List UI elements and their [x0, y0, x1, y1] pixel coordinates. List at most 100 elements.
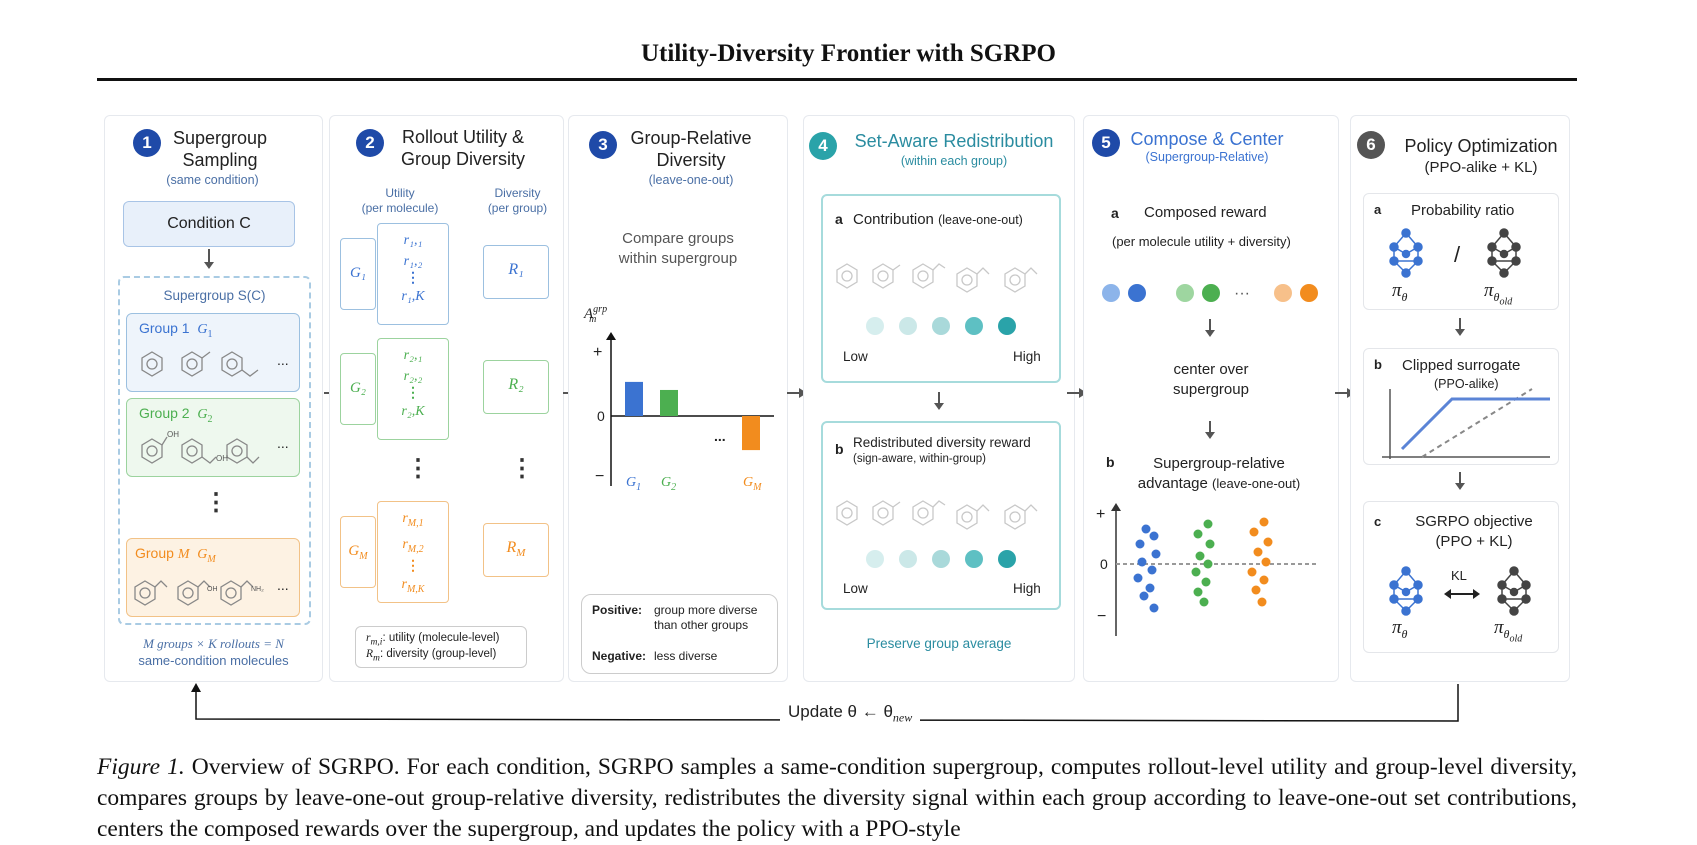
advantage-point — [1199, 597, 1209, 607]
group-dots: ⋮ — [204, 489, 228, 516]
advantage-point — [1149, 603, 1159, 613]
advantage-point — [1205, 539, 1215, 549]
advantage-letter: b — [1106, 454, 1115, 470]
composed-reward-dot — [1102, 284, 1120, 302]
contribution-level-dot — [998, 317, 1016, 335]
panel-supergroup-sampling: 1 Supergroup Sampling (same condition) C… — [104, 115, 323, 682]
panel-2-title-line1: Rollout Utility & — [401, 127, 525, 147]
composed-reward-dot — [1176, 284, 1194, 302]
diversity-column-header: Diversity(per group) — [487, 186, 548, 215]
contribution-letter: a — [835, 211, 843, 227]
supergroup-box: Supergroup S(C) Group 1 G1 ... Group 2 G… — [118, 276, 311, 625]
surrogate-letter: b — [1374, 357, 1382, 372]
R2-label: R₂ — [508, 376, 524, 393]
clipped-surrogate-box: b Clipped surrogate (PPO-alike) — [1363, 348, 1559, 465]
advantage-point — [1201, 577, 1211, 587]
advantage-point — [1253, 547, 1263, 557]
step-3-badge: 3 — [589, 131, 617, 159]
group-2-box: Group 2 G2 OH OH ... — [126, 398, 300, 477]
panel-4-title: Set-Aware Redistribution — [854, 131, 1054, 151]
redistributed-box: b Redistributed diversity reward(sign-aw… — [821, 421, 1061, 610]
composed-reward-dots: ··· — [1102, 284, 1318, 302]
bar-G1 — [625, 381, 643, 416]
step-2-badge: 2 — [356, 129, 384, 157]
gm-tag: GM — [340, 516, 376, 588]
down-arrow-6b — [1455, 472, 1465, 490]
contribution-high: High — [1013, 349, 1041, 364]
advantage-point — [1151, 549, 1161, 559]
composed-reward-dot — [1300, 284, 1318, 302]
panel-5-title: Compose & Center — [1130, 129, 1284, 149]
adv-tick-minus: − — [1097, 608, 1107, 625]
advantage-point — [1137, 557, 1147, 567]
contribution-level-dot — [932, 550, 950, 568]
molecule-icon — [141, 351, 259, 377]
redistributed-letter: b — [835, 441, 844, 457]
y-axis-arrowhead — [606, 332, 616, 340]
tick-minus: − — [595, 468, 605, 485]
bar-G2 — [660, 389, 678, 416]
composed-letter: a — [1111, 205, 1119, 221]
objective-pi-theta: πθ — [1392, 617, 1408, 641]
RM-label: RM — [506, 539, 526, 560]
composed-reward-dot — [1128, 284, 1146, 302]
condition-box: Condition C — [123, 201, 295, 247]
panel-2-title-line2: Group Diversity — [400, 149, 526, 169]
down-arrow-5b — [1205, 421, 1215, 439]
advantage-point — [1149, 531, 1159, 541]
ratio-slash: / — [1454, 242, 1461, 267]
advantage-point — [1259, 575, 1269, 585]
advantage-point — [1195, 551, 1205, 561]
caption-label: Figure 1. — [97, 754, 185, 780]
panel-1-footer-line1: M groups × K rollouts = N — [143, 636, 284, 651]
advantage-point — [1259, 517, 1269, 527]
adv-tick-zero: 0 — [1100, 556, 1108, 572]
contribution-level-dot — [932, 317, 950, 335]
title-rule — [97, 78, 1577, 81]
panel-3-title-line2: Diversity — [656, 150, 726, 170]
advantage-point — [1135, 539, 1145, 549]
group-m-label: Group M GM — [135, 545, 216, 565]
bar-label-G1: G1 — [626, 475, 641, 493]
advantage-point — [1193, 529, 1203, 539]
policy-network-icon — [1389, 566, 1423, 616]
clipped-surrogate-plot — [1382, 388, 1550, 459]
advantage-point — [1251, 585, 1261, 595]
svg-text:OH: OH — [207, 586, 218, 593]
advantage-point — [1261, 557, 1271, 567]
sgrpo-objective-box: c SGRPO objective(PPO + KL) KL πθ πθold — [1363, 501, 1559, 653]
negative-label: Negative: — [592, 649, 647, 663]
objective-title: SGRPO objective(PPO + KL) — [1415, 513, 1533, 550]
step-6-badge: 6 — [1357, 131, 1385, 159]
g2-tag: G₂ — [340, 353, 376, 425]
panel-6-subtitle: (PPO-alike + KL) — [1424, 159, 1538, 176]
group-m-box: Group M GM OH NH₂ ... — [126, 538, 300, 617]
bar-label-GM: GM — [743, 475, 762, 493]
advantage-point — [1193, 587, 1203, 597]
panel-1-subtitle: (same condition) — [166, 173, 259, 187]
svg-text:OH: OH — [167, 430, 179, 439]
tick-zero: 0 — [597, 408, 605, 424]
bar-GM — [742, 416, 760, 451]
group-m-ellipsis: ... — [277, 577, 289, 593]
panel-3-title: Group-Relative Diversity — [621, 127, 761, 171]
objective-pi-theta-old: πθold — [1494, 617, 1523, 645]
advantage-point — [1191, 567, 1201, 577]
update-label: Update θ ← θnew — [780, 702, 921, 726]
ratio-letter: a — [1374, 202, 1382, 217]
composed-subtitle: (per molecule utility + diversity) — [1112, 234, 1291, 249]
panel-4-subtitle: (within each group) — [900, 154, 1008, 168]
down-arrow-5a — [1205, 319, 1215, 337]
pi-theta-label: πθ — [1392, 280, 1408, 304]
R1-label: R₁ — [508, 261, 524, 278]
figure-caption: Figure 1. Overview of SGRPO. For each co… — [97, 752, 1577, 845]
panel-set-aware: 4 Set-Aware Redistribution (within each … — [803, 115, 1075, 682]
contribution-gradient — [866, 317, 1016, 335]
contribution-level-dot — [866, 550, 884, 568]
advantage-point — [1203, 519, 1213, 529]
old-policy-network-icon — [1497, 566, 1531, 616]
